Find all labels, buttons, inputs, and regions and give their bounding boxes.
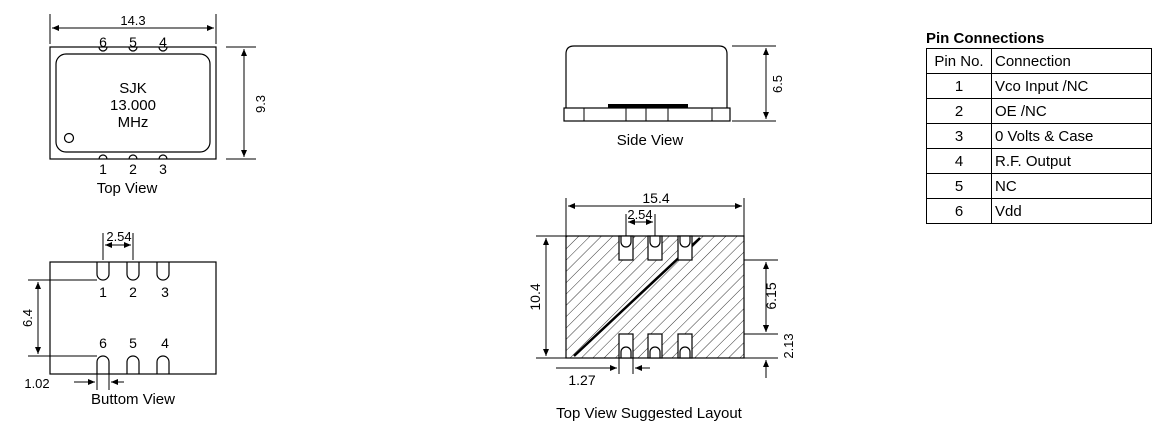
table-row: 4 R.F. Output: [926, 148, 1152, 174]
bottom-pin-label-4: 4: [161, 335, 169, 351]
top-pin-label-5: 5: [129, 34, 137, 50]
top-pin-label-3: 3: [159, 161, 167, 177]
bottom-pad-3: [156, 262, 170, 281]
pin-connection: NC: [991, 173, 1152, 199]
bottom-notch-3: [158, 154, 168, 160]
top-width-label: 14.3: [120, 13, 145, 28]
top-pin-label-6: 6: [99, 34, 107, 50]
bottom-pin-label-2: 2: [129, 284, 137, 300]
marking-line-3: MHz: [118, 114, 149, 131]
bottom-row-spacing-label: 6.4: [20, 309, 35, 327]
bottom-pin-label-6: 6: [99, 335, 107, 351]
layout-pad-top-3: [677, 235, 693, 261]
pin-connections-title: Pin Connections: [926, 30, 1045, 47]
bottom-pin-label-1: 1: [99, 284, 107, 300]
top-view-lid: [55, 53, 211, 153]
bottom-notch-1: [98, 154, 108, 160]
layout-pad-bottom-3: [677, 333, 693, 359]
layout-pad-bottom-1: [618, 333, 634, 359]
top-pin-label-1: 1: [99, 161, 107, 177]
header-pin-no: Pin No.: [926, 48, 992, 74]
pin-number: 2: [926, 98, 992, 124]
bottom-notch-2: [128, 154, 138, 160]
pin-number: 3: [926, 123, 992, 149]
bottom-pitch-label: 2.54: [106, 229, 131, 244]
top-view: 14.3 6 5 4 1 2 3 SJK 13.000 MHz 9.3 Top …: [49, 13, 268, 197]
bottom-view: 2.54 1 2 3 6 5 4 6.4 1.02 Buttom View: [20, 229, 217, 408]
top-notch-5: [128, 46, 138, 52]
table-row: 6 Vdd: [926, 198, 1152, 224]
layout-pad-top-3-notch: [679, 236, 691, 248]
layout-inner-label: 6.15: [763, 282, 779, 309]
bottom-pad-1: [96, 262, 110, 281]
pin-number: 5: [926, 173, 992, 199]
table-row: 5 NC: [926, 173, 1152, 199]
bottom-pad-width-label: 1.02: [24, 376, 49, 391]
pin-connection: OE /NC: [991, 98, 1152, 124]
bottom-view-body: [49, 261, 217, 375]
top-notch-4: [158, 46, 168, 52]
table-header-row: Pin No. Connection: [926, 48, 1152, 74]
layout-pitch-label: 2.54: [627, 207, 652, 222]
table-row: 2 OE /NC: [926, 98, 1152, 124]
layout-pad-bottom-1-notch: [620, 346, 632, 358]
bottom-view-caption: Buttom View: [91, 391, 175, 408]
pin1-indicator: [63, 132, 75, 144]
top-notch-6: [98, 46, 108, 52]
pin-connections-panel: Pin Connections Pin No. Connection 1 Vco…: [926, 30, 1152, 224]
layout-pad-top-1: [618, 235, 634, 261]
bottom-pad-6: [96, 355, 110, 374]
top-view-body: [49, 46, 217, 160]
layout-pad-bottom-3-notch: [679, 346, 691, 358]
suggested-layout: 15.4 2.54 10.4 6.15: [527, 190, 796, 422]
pin-number: 1: [926, 73, 992, 99]
bottom-pad-5: [126, 355, 140, 374]
bottom-pad-4: [156, 355, 170, 374]
marking-line-1: SJK: [119, 80, 147, 97]
top-height-label: 9.3: [253, 95, 268, 113]
layout-pad-width-label: 1.27: [568, 372, 595, 388]
layout-pad-bottom-2-notch: [649, 346, 661, 358]
layout-pad-top-2-notch: [649, 236, 661, 248]
pin-connections-table: Pin No. Connection 1 Vco Input /NC 2 OE …: [926, 48, 1152, 224]
marking-line-2: 13.000: [110, 97, 156, 114]
pin-number: 6: [926, 198, 992, 224]
layout-caption: Top View Suggested Layout: [556, 405, 743, 422]
layout-width-label: 15.4: [642, 190, 669, 206]
side-view-leads: [608, 104, 688, 108]
layout-pad-bottom-2: [647, 333, 663, 359]
top-pin-label-4: 4: [159, 34, 167, 50]
layout-height-label: 10.4: [527, 283, 543, 310]
bottom-pin-label-5: 5: [129, 335, 137, 351]
bottom-pad-2: [126, 262, 140, 281]
pin-connection: Vco Input /NC: [991, 73, 1152, 99]
side-view-caption: Side View: [617, 132, 684, 149]
layout-pad-top-2: [647, 235, 663, 261]
side-view-can: [565, 45, 728, 108]
table-row: 1 Vco Input /NC: [926, 73, 1152, 99]
side-view-base: [563, 107, 731, 122]
table-row: 3 0 Volts & Case: [926, 123, 1152, 149]
mechanical-drawing: 14.3 6 5 4 1 2 3 SJK 13.000 MHz 9.3 Top …: [20, 13, 796, 422]
pin-connection: R.F. Output: [991, 148, 1152, 174]
layout-pad-top-1-notch: [620, 236, 632, 248]
bottom-pin-label-3: 3: [161, 284, 169, 300]
layout-pad-length-label: 2.13: [781, 333, 796, 358]
header-connection: Connection: [991, 48, 1152, 74]
top-pin-label-2: 2: [129, 161, 137, 177]
pin-connection: 0 Volts & Case: [991, 123, 1152, 149]
side-height-label: 6.5: [770, 75, 785, 93]
pin-connection: Vdd: [991, 198, 1152, 224]
side-view: 6.5 Side View: [563, 45, 785, 149]
pin-number: 4: [926, 148, 992, 174]
top-view-caption: Top View: [97, 180, 158, 197]
